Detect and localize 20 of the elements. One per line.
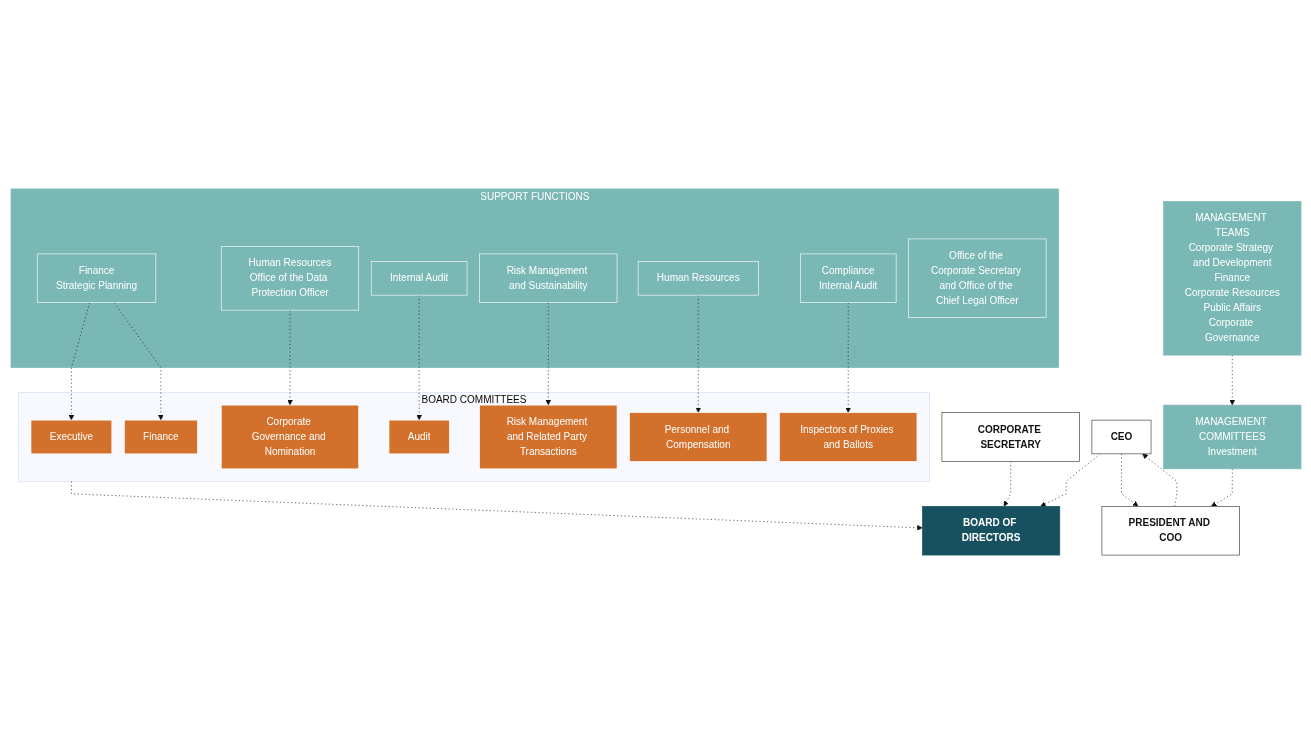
- node-box: Personnel and Compensation: [628, 412, 767, 462]
- node-box: PRESIDENT AND COO: [1101, 506, 1240, 556]
- node-box: Risk Management and Related Party Transactions: [478, 404, 617, 470]
- node-box: Finance: [123, 419, 198, 455]
- node-box: Human Resources Office of the Data Protection Officer: [220, 246, 359, 311]
- node-box: Audit: [388, 419, 450, 455]
- node-box: Inspectors of Proxies and Ballots: [778, 412, 917, 462]
- node-box: MANAGEMENT TEAMS Corporate Strategy and Development Finance Corporate Resources Public Affairs Corporate Governance: [1162, 201, 1301, 356]
- node-box: Corporate Governance and Nomination: [220, 404, 359, 470]
- node-box: Compliance Internal Audit: [799, 253, 896, 303]
- node-box: Risk Management and Sustainability: [478, 253, 617, 303]
- node-box: Executive: [30, 419, 112, 455]
- node-box: MANAGEMENT COMMITTEES Investment: [1162, 404, 1301, 470]
- node-box: Finance Strategic Planning: [36, 253, 156, 303]
- node-box: BOARD OF DIRECTORS: [921, 506, 1060, 556]
- node-box: Human Resources: [637, 261, 759, 296]
- node-box: CORPORATE SECRETARY: [941, 412, 1080, 462]
- node-box: Office of the Corporate Secretary and Office of the Chief Legal Officer: [907, 238, 1046, 318]
- node-box: CEO: [1091, 419, 1151, 455]
- node-box: Internal Audit: [370, 261, 467, 296]
